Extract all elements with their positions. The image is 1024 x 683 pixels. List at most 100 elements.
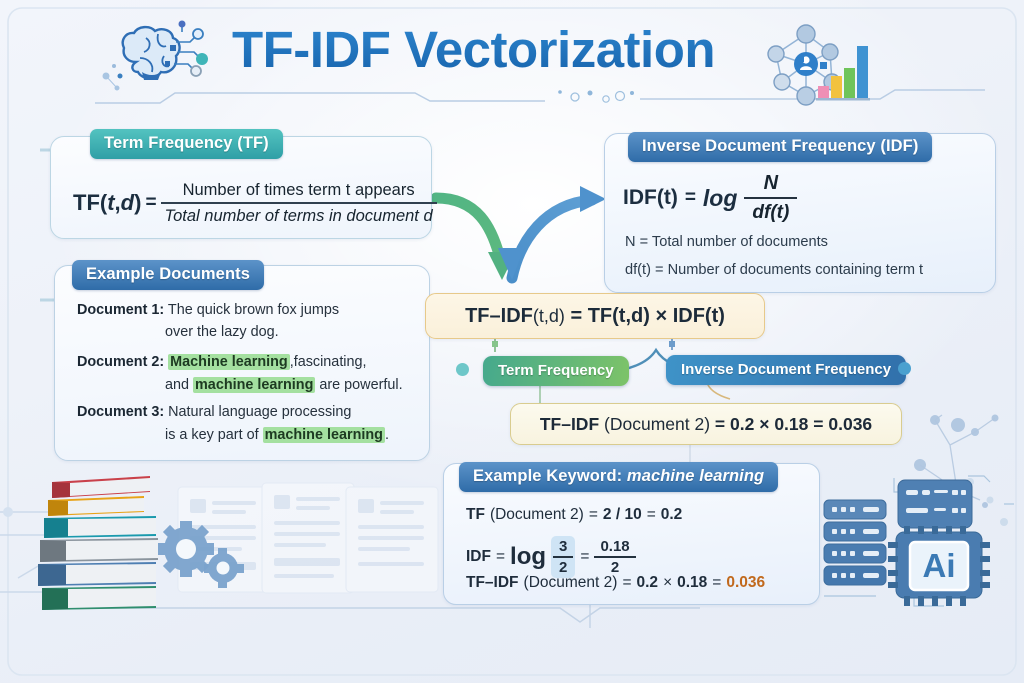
document-3-text-2b: .	[384, 427, 389, 443]
idf-denominator: df(t)	[752, 202, 790, 224]
result-idf-value: 0.18	[774, 413, 809, 434]
kw-tfidf-label: TF–IDF	[466, 574, 519, 591]
highlight-machine-learning-1: Machine learning	[168, 354, 290, 370]
kw-idf-num: 3	[559, 538, 568, 555]
core-equals: =	[570, 304, 583, 327]
result-product: 0.036	[828, 413, 873, 434]
document-3-line-2: is a key part of machine learning.	[165, 427, 389, 443]
document-2-text-1: ,fascinating,	[289, 354, 367, 370]
kw-idf-log: log	[510, 542, 547, 570]
server-rack-ai-chip-icon: Ai	[823, 475, 1014, 607]
document-1-line-2: over the lazy dog.	[165, 324, 279, 340]
tfidf-core-formula-card: TF–IDF(t,d) = TF(t,d) × IDF(t)	[425, 293, 765, 339]
result-equals: =	[714, 413, 726, 434]
fraction-bar	[553, 556, 574, 558]
idf-note-n: N = Total number of documents	[625, 234, 828, 250]
idf-lhs: IDF(t)	[623, 186, 678, 210]
kw-idf-res-num: 0.18	[600, 538, 630, 555]
kw-tf-value: 0.2	[660, 506, 683, 523]
kw-tfidf-equals: =	[622, 574, 632, 591]
core-tf-term: TF(t,d)	[587, 304, 650, 327]
document-3-text-1: Natural language processing	[168, 404, 352, 420]
document-2-line-2: and machine learning are powerful.	[165, 377, 403, 393]
kw-tf-args: (Document 2)	[489, 506, 584, 523]
kw-tfidf-equals-2: =	[712, 574, 722, 591]
tfidf-result: TF–IDF (Document 2) = 0.2 × 0.18 = 0.036	[540, 414, 872, 435]
idf-formula: IDF(t) = log N df(t)	[623, 172, 798, 224]
result-times: ×	[759, 413, 770, 434]
kw-idf-fraction: 3 2	[551, 536, 576, 578]
tfidf-core-formula: TF–IDF(t,d) = TF(t,d) × IDF(t)	[465, 305, 725, 328]
ai-chip-label: Ai	[923, 547, 956, 584]
kw-idf-res-den: 2	[610, 558, 620, 576]
pill-inverse-document-frequency[interactable]: Inverse Document Frequency	[666, 355, 907, 385]
fraction-bar	[594, 556, 636, 558]
example-documents-badge: Example Documents	[72, 260, 265, 290]
idf-numerator: N	[763, 172, 779, 194]
idf-card-badge: Inverse Document Frequency (IDF)	[628, 132, 933, 162]
kw-idf-den: 2	[559, 558, 568, 576]
tf-denominator: Total number of terms in document d	[164, 206, 433, 225]
idf-log: log	[702, 184, 738, 211]
kw-tf-label: TF	[466, 506, 485, 523]
example-keyword-badge: Example Keyword: machine learning	[459, 462, 779, 492]
kw-idf-equals-2: =	[580, 547, 590, 565]
result-args: (Document 2)	[604, 413, 711, 434]
document-3-text-2a: is a key part of	[165, 427, 263, 443]
connector-dot-left	[456, 363, 469, 376]
tf-fraction: Number of times term t appears Total num…	[160, 181, 437, 226]
idf-fraction: N df(t)	[744, 172, 798, 224]
kw-tfidf-args: (Document 2)	[523, 574, 618, 591]
result-equals-2: =	[813, 413, 824, 434]
book-stack-documents-gears-icon	[38, 476, 158, 610]
document-1-line-1: Document 1: The quick brown fox jumps	[77, 302, 339, 318]
core-times: ×	[655, 304, 668, 327]
kw-tfidf-times: ×	[663, 574, 673, 591]
kw-idf-equals: =	[495, 547, 506, 565]
keyword-tf-line: TF (Document 2) = 2 / 10 = 0.2	[466, 506, 682, 524]
tf-card-badge: Term Frequency (TF)	[90, 129, 283, 159]
idf-note-df: df(t) = Number of documents containing t…	[625, 262, 924, 278]
document-1-label: Document 1:	[77, 302, 165, 318]
document-2-text-2a: and	[165, 377, 194, 393]
fraction-bar	[160, 202, 437, 204]
core-idf-term: IDF(t)	[672, 304, 725, 327]
result-label: TF–IDF	[539, 413, 600, 434]
document-3-line-1: Document 3: Natural language processing	[77, 404, 351, 420]
keyword-tfidf-line: TF–IDF (Document 2) = 0.2 × 0.18 = 0.036	[466, 574, 765, 592]
document-2-label: Document 2:	[77, 354, 165, 370]
kw-tf-equals: =	[588, 506, 598, 523]
kw-tfidf-result: 0.036	[726, 574, 766, 591]
tf-lhs: TF(t,d)	[73, 190, 142, 216]
fraction-bar	[744, 197, 798, 200]
document-3-label: Document 3:	[77, 404, 165, 420]
tf-formula: TF(t,d) = Number of times term t appears…	[73, 181, 437, 226]
kw-idf-label: IDF	[466, 547, 491, 565]
result-tf-value: 0.2	[730, 413, 755, 434]
example-documents-card: Document 1: The quick brown fox jumps ov…	[54, 265, 430, 461]
kw-idf-result-fraction: 0.18 2	[594, 538, 636, 576]
kw-tfidf-idf-value: 0.18	[677, 574, 708, 591]
core-lhs: TF–IDF	[465, 304, 533, 327]
document-2-line-1: Document 2: Machine learning,fascinating…	[77, 354, 367, 370]
core-lhs-args: (t,d)	[532, 305, 565, 326]
kw-badge-keyword: machine learning	[626, 467, 765, 485]
tf-numerator: Number of times term t appears	[182, 181, 415, 199]
kw-tf-equals-2: =	[646, 506, 656, 523]
tfidf-result-card: TF–IDF (Document 2) = 0.2 × 0.18 = 0.036	[510, 403, 902, 445]
idf-equals: =	[684, 187, 696, 209]
kw-badge-prefix: Example Keyword:	[473, 467, 627, 485]
connector-dot-right	[898, 362, 911, 375]
document-1-text-1: The quick brown fox jumps	[167, 302, 340, 318]
kw-tfidf-tf-value: 0.2	[636, 574, 659, 591]
pill-term-frequency[interactable]: Term Frequency	[483, 356, 629, 386]
network-barchart-icon	[767, 24, 870, 106]
tf-equals: =	[145, 192, 157, 214]
document-2-text-2b: are powerful.	[315, 377, 403, 393]
kw-tf-expr: 2 / 10	[602, 506, 642, 523]
highlight-machine-learning-2: machine learning	[193, 377, 316, 393]
brain-circuit-icon	[112, 20, 208, 80]
page-title: TF-IDF Vectorization	[232, 21, 716, 78]
highlight-machine-learning-3: machine learning	[262, 427, 385, 443]
